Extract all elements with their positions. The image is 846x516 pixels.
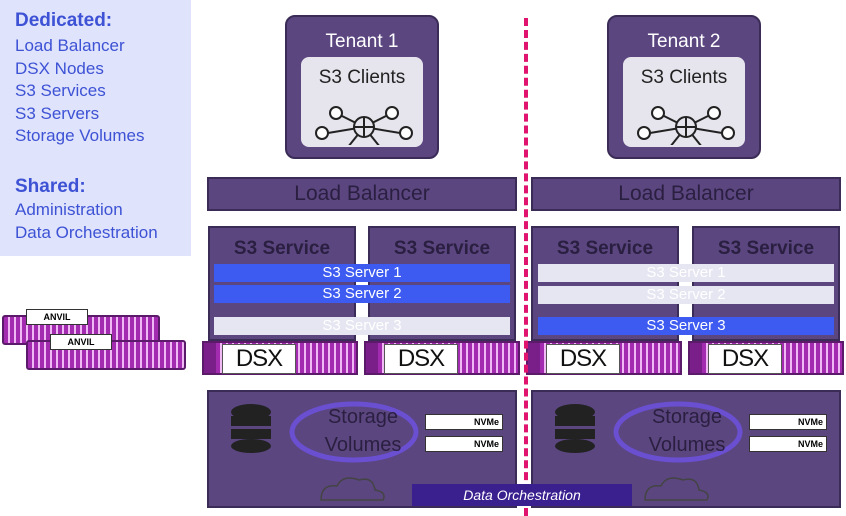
- cloud-icon: [320, 477, 385, 501]
- s3-server-bar: S3 Server 1: [538, 264, 834, 282]
- legend-item: DSX Nodes: [15, 59, 104, 78]
- anvil-label: ANVIL: [50, 334, 112, 350]
- dsx-cap: [528, 343, 540, 373]
- dsx-node: DSX: [688, 341, 844, 375]
- dsx-node: DSX: [202, 341, 358, 375]
- s3-server-bar: S3 Server 2: [214, 285, 510, 303]
- dsx-cap: [204, 343, 216, 373]
- dsx-cap: [690, 343, 702, 373]
- dsx-node: DSX: [364, 341, 520, 375]
- tenant-2: Tenant 2 S3 Clients: [607, 15, 761, 159]
- s3-service-label: S3 Service: [556, 238, 654, 259]
- storage-graphic: [231, 401, 419, 501]
- dsx-label: DSX: [222, 344, 296, 374]
- tenant-title: Tenant 1: [325, 31, 399, 52]
- legend-item: Administration: [15, 200, 123, 219]
- legend-item: Load Balancer: [15, 36, 125, 55]
- s3-clients-label: S3 Clients: [318, 67, 406, 88]
- s3-server-bar: S3 Server 3: [214, 317, 510, 335]
- storage-label-line1: Storage: [327, 406, 399, 428]
- network-users-icon: [315, 106, 413, 145]
- s3-service-label: S3 Service: [393, 238, 491, 259]
- s3-service-label: S3 Service: [233, 238, 331, 259]
- data-orchestration-bar: Data Orchestration: [412, 484, 632, 506]
- nvme-drive: NVMe: [425, 414, 503, 430]
- cloud-icon: [644, 477, 709, 501]
- storage-label-line1: Storage: [651, 406, 723, 428]
- anvil-label: ANVIL: [26, 309, 88, 325]
- s3-service-label: S3 Service: [717, 238, 815, 259]
- nvme-drive: NVMe: [749, 436, 827, 452]
- tenant-1: Tenant 1 S3 Clients: [285, 15, 439, 159]
- legend-item: Storage Volumes: [15, 126, 145, 145]
- dsx-label: DSX: [708, 344, 782, 374]
- storage-label-line2: Volumes: [648, 434, 726, 456]
- s3-server-bar: S3 Server 2: [538, 286, 834, 304]
- s3-server-bar: S3 Server 1: [214, 264, 510, 282]
- storage-graphic: [555, 401, 743, 501]
- legend-item: Data Orchestration: [15, 223, 158, 242]
- anvil-server: ANVIL: [26, 334, 186, 370]
- network-users-icon: [637, 106, 735, 145]
- dedicated-heading: Dedicated:: [15, 10, 113, 31]
- tenant-divider: [524, 18, 528, 516]
- nvme-drive: NVMe: [749, 414, 827, 430]
- nvme-drive: NVMe: [425, 436, 503, 452]
- anvil-server: ANVIL: [2, 309, 160, 345]
- s3-clients-label: S3 Clients: [640, 67, 728, 88]
- dsx-node: DSX: [526, 341, 682, 375]
- storage-label-line2: Volumes: [324, 434, 402, 456]
- dsx-cap: [366, 343, 378, 373]
- database-icon: [555, 404, 595, 453]
- legend-panel: Dedicated: Load Balancer DSX Nodes S3 Se…: [0, 0, 191, 256]
- database-icon: [231, 404, 271, 453]
- tenant-title: Tenant 2: [647, 31, 721, 52]
- legend-item: S3 Servers: [15, 104, 100, 123]
- legend-item: S3 Services: [15, 81, 106, 100]
- s3-server-bar: S3 Server 3: [538, 317, 834, 335]
- load-balancer-left: Load Balancer: [207, 177, 517, 211]
- dsx-label: DSX: [384, 344, 458, 374]
- dsx-label: DSX: [546, 344, 620, 374]
- load-balancer-right: Load Balancer: [531, 177, 841, 211]
- shared-heading: Shared:: [15, 176, 86, 197]
